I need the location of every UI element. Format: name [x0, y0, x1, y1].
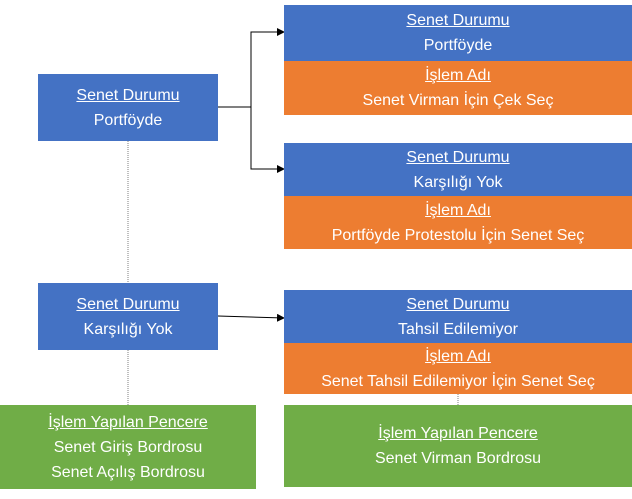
status-header: Senet Durumu	[406, 295, 510, 313]
status-header: Senet Durumu	[76, 86, 180, 104]
branch-connector-bottom	[250, 107, 285, 173]
window-header: İşlem Yapılan Pencere	[378, 425, 538, 442]
operation-header: İşlem Adı	[425, 67, 491, 84]
status-box-right-2: Senet Durumu Karşılığı Yok	[284, 143, 632, 196]
operation-header: İşlem Adı	[425, 201, 491, 219]
status-value: Karşılığı Yok	[413, 173, 503, 191]
window-box-right: İşlem Yapılan Pencere Senet Virman Bordr…	[284, 405, 632, 487]
window-line-1: Senet Giriş Bordrosu	[53, 438, 203, 456]
status-header: Senet Durumu	[76, 295, 180, 313]
status-box-portfoyde: Senet Durumu Portföyde	[38, 74, 218, 141]
operation-value: Senet Tahsil Edilemiyor İçin Senet Seç	[321, 372, 595, 390]
status-header: Senet Durumu	[406, 12, 510, 29]
status-value: Portföyde	[423, 37, 493, 54]
status-value: Portföyde	[93, 111, 163, 129]
status-box-right-1: Senet Durumu Portföyde	[284, 5, 632, 61]
window-header: İşlem Yapılan Pencere	[48, 413, 208, 431]
operation-header: İşlem Adı	[425, 347, 491, 365]
status-value: Tahsil Edilemiyor	[397, 320, 519, 338]
status-box-karsiligi-yok: Senet Durumu Karşılığı Yok	[38, 283, 218, 350]
operation-box-right-2: İşlem Adı Portföyde Protestolu İçin Sene…	[284, 196, 632, 249]
status-header: Senet Durumu	[406, 148, 510, 166]
operation-value: Portföyde Protestolu İçin Senet Seç	[331, 226, 585, 244]
branch-connector-top	[218, 28, 285, 108]
operation-box-right-3: İşlem Adı Senet Tahsil Edilemiyor İçin S…	[284, 343, 632, 394]
operation-box-right-1: İşlem Adı Senet Virman İçin Çek Seç	[284, 61, 632, 115]
window-box-left: İşlem Yapılan Pencere Senet Giriş Bordro…	[0, 405, 256, 489]
status-box-right-3: Senet Durumu Tahsil Edilemiyor	[284, 290, 632, 343]
window-line-2: Senet Açılış Bordrosu	[51, 463, 205, 481]
middle-arrow-connector	[217, 313, 285, 322]
operation-value: Senet Virman İçin Çek Seç	[362, 92, 554, 109]
status-value: Karşılığı Yok	[83, 320, 173, 338]
window-value: Senet Virman Bordrosu	[374, 450, 541, 467]
